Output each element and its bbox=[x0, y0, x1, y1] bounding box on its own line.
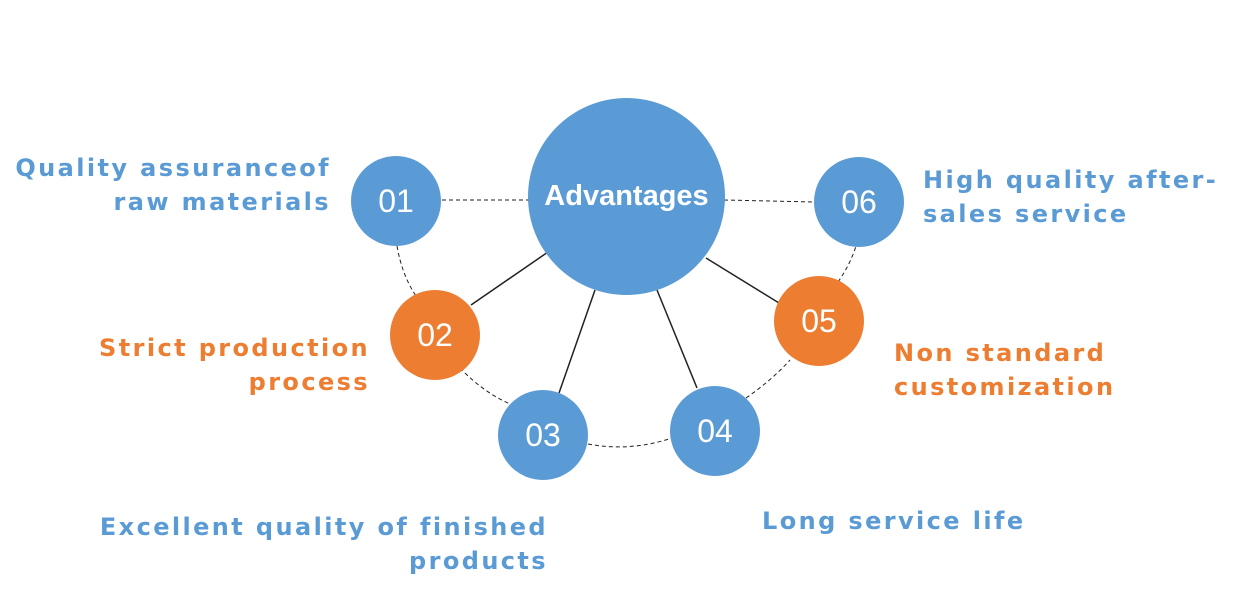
outer-dashed-arc bbox=[396, 245, 857, 448]
label-line: Excellent quality of finished bbox=[99, 513, 548, 541]
label-line: products bbox=[409, 547, 548, 575]
label-line: High quality after- bbox=[923, 166, 1219, 194]
node-06: 06 bbox=[814, 157, 904, 247]
hub-label: Advantages bbox=[544, 180, 709, 212]
node-05: 05 bbox=[774, 276, 864, 366]
node-04: 04 bbox=[670, 386, 760, 476]
label-line: process bbox=[248, 368, 370, 396]
label-line: Non standard bbox=[894, 339, 1107, 367]
spoke-hub-04 bbox=[656, 289, 698, 389]
node-02: 02 bbox=[390, 290, 480, 380]
node-number: 04 bbox=[697, 412, 733, 449]
label-03: Excellent quality of finished products bbox=[100, 510, 548, 578]
node-number: 02 bbox=[417, 316, 453, 353]
label-line: raw materials bbox=[113, 188, 331, 216]
label-04: Long service life bbox=[762, 504, 1026, 538]
label-05: Non standard customization bbox=[894, 336, 1115, 404]
spoke-hub-02 bbox=[470, 251, 549, 306]
node-number: 06 bbox=[841, 183, 877, 220]
label-line: Long service life bbox=[762, 507, 1026, 535]
label-line: customization bbox=[894, 373, 1116, 401]
node-number: 05 bbox=[801, 302, 837, 339]
node-number: 03 bbox=[525, 416, 561, 453]
link-hub-06 bbox=[723, 199, 815, 203]
node-number: 01 bbox=[378, 182, 414, 219]
node-03: 03 bbox=[498, 390, 588, 480]
label-line: Quality assuranceof bbox=[15, 154, 331, 182]
label-line: sales service bbox=[923, 200, 1129, 228]
node-01: 01 bbox=[351, 156, 441, 246]
label-06: High quality after- sales service bbox=[923, 163, 1218, 231]
label-01: Quality assuranceof raw materials bbox=[15, 151, 331, 219]
spoke-hub-05 bbox=[705, 257, 780, 304]
advantages-hub: Advantages bbox=[528, 98, 725, 295]
label-02: Strict production process bbox=[99, 331, 370, 399]
label-line: Strict production bbox=[99, 334, 370, 362]
spoke-hub-03 bbox=[558, 289, 596, 394]
